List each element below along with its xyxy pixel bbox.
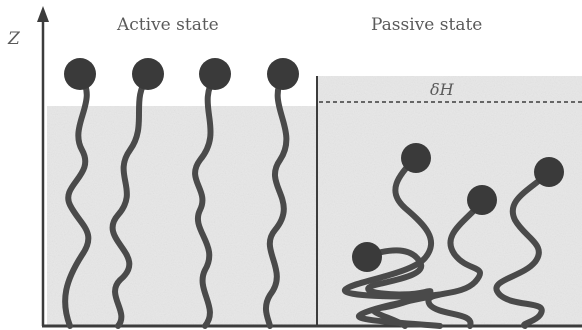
active-head-1	[64, 58, 96, 90]
passive-head-3	[534, 157, 564, 187]
active-head-3	[199, 58, 231, 90]
z-axis-label: Z	[7, 29, 21, 49]
passive-head-4	[352, 242, 382, 272]
active-state-title: Active state	[116, 15, 219, 35]
active-head-4	[267, 58, 299, 90]
passive-state-title: Passive state	[371, 15, 482, 35]
z-axis-arrowhead	[37, 6, 49, 22]
active-head-2	[132, 58, 164, 90]
passive-head-1	[401, 143, 431, 173]
passive-head-2	[467, 185, 497, 215]
delta-h-label: δH	[430, 80, 455, 99]
